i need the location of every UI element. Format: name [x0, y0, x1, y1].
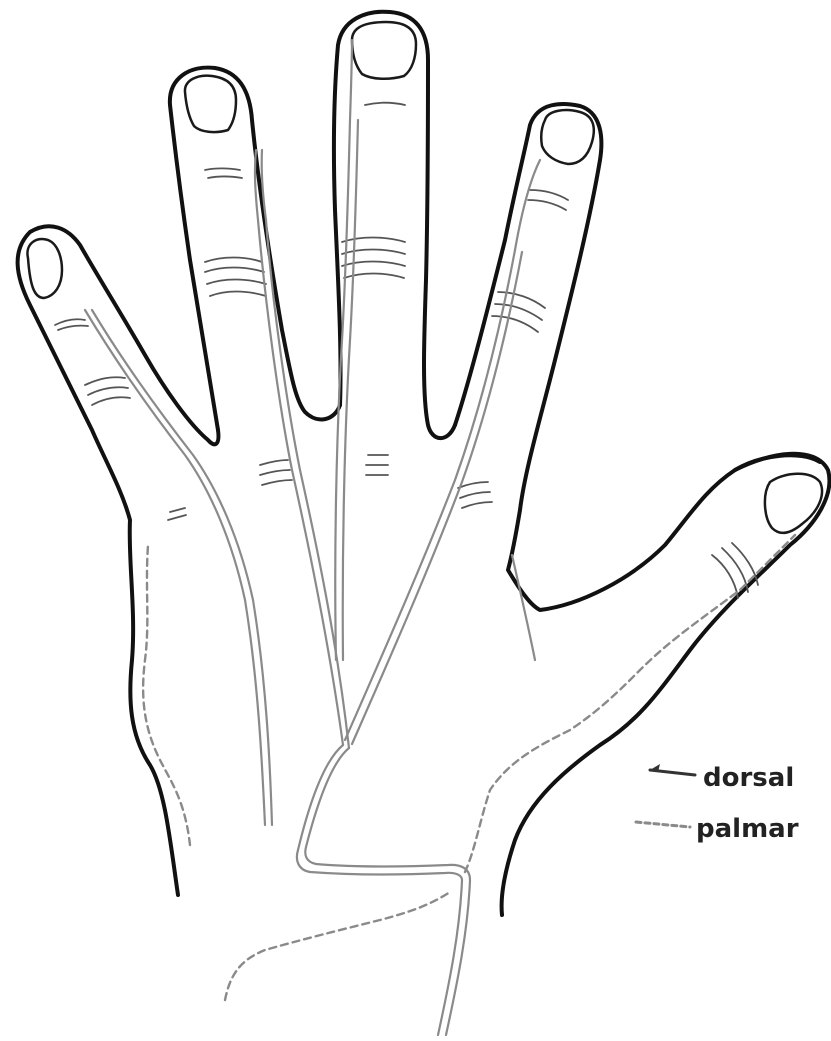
ring-nail-icon	[185, 76, 236, 132]
crease	[205, 258, 262, 263]
knuckle-creases	[55, 103, 758, 598]
crease	[462, 502, 492, 508]
crease	[365, 103, 405, 105]
index-finger-outline	[455, 104, 829, 915]
crease	[210, 292, 266, 297]
index-nail-icon	[541, 110, 594, 164]
crease	[168, 515, 186, 520]
palmar-nerve	[143, 535, 795, 1000]
crease	[262, 480, 292, 485]
dorsal-nerve-branch	[345, 160, 540, 740]
dorsal-nerve-branch	[352, 252, 522, 744]
legend-label-palmar: palmar	[696, 814, 799, 844]
crease	[342, 250, 405, 255]
palmar-nerve-wrist	[225, 892, 450, 1000]
crease	[92, 397, 130, 405]
crease	[528, 200, 566, 210]
dorsal-nerve	[85, 40, 540, 1035]
dashed-line-icon	[636, 822, 690, 827]
crease	[205, 268, 264, 273]
crease	[342, 262, 405, 267]
crease	[85, 377, 125, 385]
legend-item-palmar: palmar	[636, 814, 799, 844]
ring-finger-outline	[170, 68, 340, 430]
crease	[205, 169, 240, 171]
crease	[260, 460, 288, 465]
legend: dorsal palmar	[636, 763, 799, 844]
legend-item-dorsal: dorsal	[650, 763, 794, 793]
dorsal-nerve-trunk	[297, 745, 462, 1035]
crease	[208, 177, 242, 179]
crease	[260, 470, 290, 475]
crease	[207, 280, 266, 285]
pinky-nail-icon	[27, 239, 62, 298]
dorsal-nerve-branch	[343, 120, 358, 660]
crease	[342, 238, 405, 243]
crease	[460, 492, 490, 498]
palmar-nerve-ulnar	[143, 545, 190, 845]
crease	[530, 190, 568, 200]
legend-label-dorsal: dorsal	[703, 763, 794, 793]
dorsal-nerve-branch	[512, 555, 535, 660]
dorsal-nerve-trunk	[305, 748, 470, 1035]
middle-nail-icon	[352, 22, 416, 79]
crease	[170, 508, 185, 512]
crease	[55, 319, 85, 325]
crease	[58, 326, 88, 330]
pinky-finger-outline	[18, 226, 219, 895]
thumb-tip-outline	[735, 455, 820, 470]
crease	[88, 387, 128, 395]
